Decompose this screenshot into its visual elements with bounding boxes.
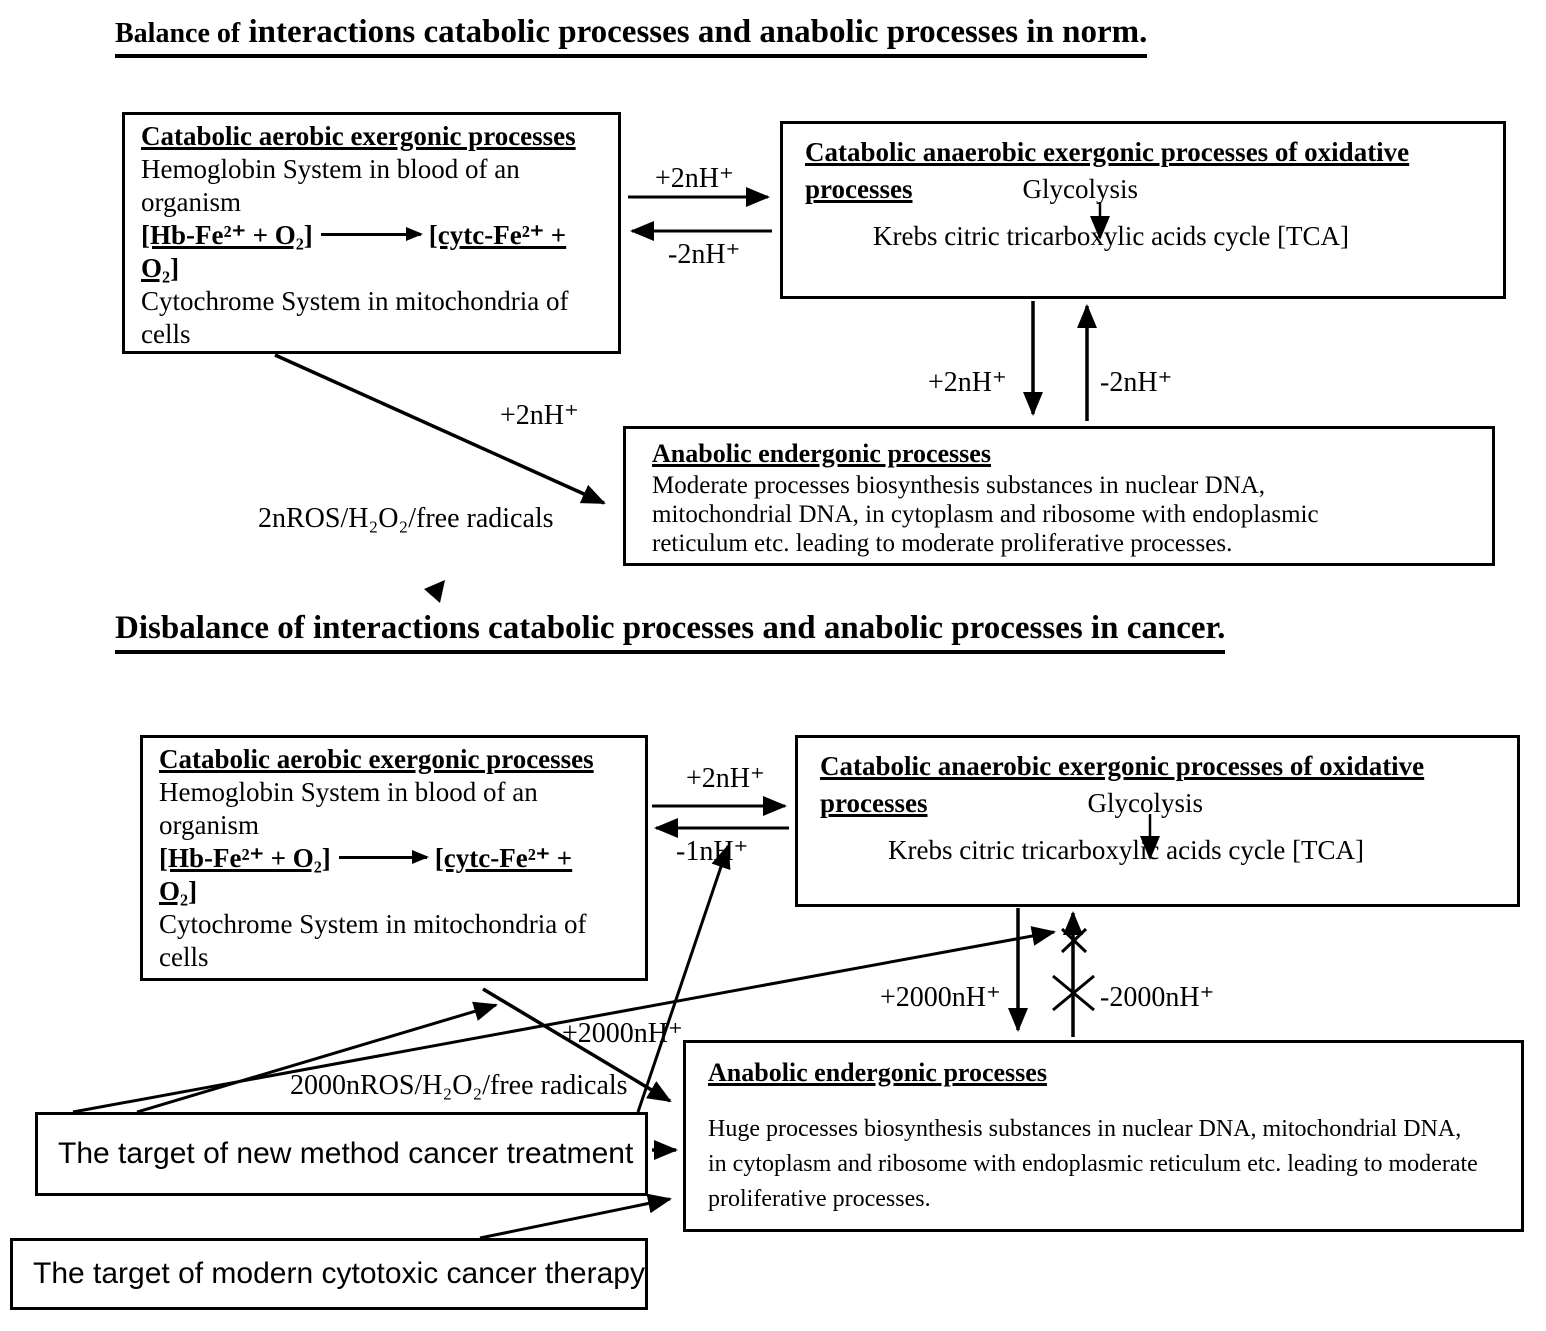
reaction-line: [Hb-Fe²⁺ + O₂] [cytc-Fe²⁺ +: [141, 219, 602, 252]
cancer-diagonal-label: +2000nH⁺: [562, 1018, 683, 1049]
anabolic-norm-line-1: Moderate processes biosynthesis substanc…: [652, 472, 1266, 499]
x-mark-large: [1052, 974, 1095, 1012]
anabolic-box-norm: Anabolic endergonic processes Moderate p…: [623, 426, 1495, 566]
cytochrome-line-1: Cytochrome System in mitochondria of: [159, 909, 587, 939]
krebs-cycle-label: Krebs citric tricarboxylic acids cycle […: [888, 835, 1365, 865]
catabolic-aerobic-heading: Catabolic aerobic exergonic processes: [159, 744, 594, 774]
norm-h-forward-label: +2nH⁺: [655, 163, 734, 194]
anabolic-cancer-heading: Anabolic endergonic processes: [708, 1058, 1047, 1087]
norm-title-prefix: Balance of: [115, 18, 241, 49]
norm-ros-label: 2nROS/H₂O₂/free radicals: [258, 503, 554, 534]
anabolic-box-cancer: Anabolic endergonic processes Huge proce…: [683, 1040, 1524, 1232]
catabolic-aerobic-heading: Catabolic aerobic exergonic processes: [141, 121, 576, 151]
reaction-continuation: O₂]: [141, 253, 180, 283]
catabolic-aerobic-box-norm: Catabolic aerobic exergonic processes He…: [122, 112, 621, 354]
anabolic-norm-heading: Anabolic endergonic processes: [652, 439, 991, 468]
x-mark-small: [1060, 927, 1088, 954]
reaction-left: [Hb-Fe²⁺ + O₂]: [159, 843, 331, 873]
glycolysis-label: Glycolysis: [1022, 174, 1139, 204]
cytochrome-line-2: cells: [141, 319, 191, 349]
cancer-section-title: Disbalance of interactions catabolic pro…: [115, 610, 1226, 654]
norm-v-up-label: -2nH⁺: [1100, 367, 1173, 398]
target-modern-therapy-label: The target of modern cytotoxic cancer th…: [33, 1257, 645, 1290]
cancer-v-down-label: +2000nH⁺: [880, 982, 1001, 1013]
reaction-right: [cytc-Fe²⁺ +: [434, 843, 573, 873]
reaction-line: [Hb-Fe²⁺ + O₂] [cytc-Fe²⁺ +: [159, 842, 629, 875]
catabolic-anaerobic-heading-2: processes: [820, 788, 928, 818]
anabolic-cancer-line-3: proliferative processes.: [708, 1186, 931, 1212]
krebs-cycle-label: Krebs citric tricarboxylic acids cycle […: [873, 221, 1350, 251]
cytochrome-line-2: cells: [159, 942, 209, 972]
norm-v-down-label: +2nH⁺: [928, 367, 1007, 398]
reaction-left: [Hb-Fe²⁺ + O₂]: [141, 220, 313, 250]
reaction-right: [cytc-Fe²⁺ +: [428, 220, 567, 250]
cancer-h-forward-label: +2nH⁺: [686, 763, 765, 794]
catabolic-aerobic-box-cancer: Catabolic aerobic exergonic processes He…: [140, 735, 648, 981]
reaction-right-arrow-icon: [338, 850, 429, 865]
anabolic-norm-line-2: mitochondrial DNA, in cytoplasm and ribo…: [652, 501, 1319, 528]
catabolic-anaerobic-heading-2: processes: [805, 174, 913, 204]
hemoglobin-line-2: organism: [159, 810, 259, 840]
cancer-title-text: Disbalance of interactions catabolic pro…: [115, 610, 1226, 654]
catabolic-anaerobic-box-norm: Catabolic anaerobic exergonic processes …: [780, 121, 1506, 299]
cancer-ros-label: 2000nROS/H₂O₂/free radicals: [290, 1070, 628, 1101]
norm-h-back-label: -2nH⁺: [668, 239, 741, 270]
norm-diagonal-label: +2nH⁺: [500, 400, 579, 431]
target-new-method-label: The target of new method cancer treatmen…: [58, 1137, 634, 1170]
target-modern-therapy-box: The target of modern cytotoxic cancer th…: [10, 1238, 648, 1310]
reaction-continuation: O₂]: [159, 876, 198, 906]
cancer-h-back-label: -1nH⁺: [676, 836, 749, 867]
x-mark-small: [1060, 927, 1088, 954]
anabolic-norm-line-3: reticulum etc. leading to moderate proli…: [652, 530, 1233, 557]
norm-title-main: interactions catabolic processes and ana…: [240, 14, 1148, 50]
catabolic-anaerobic-heading-1: Catabolic anaerobic exergonic processes …: [820, 751, 1425, 781]
glycolysis-label: Glycolysis: [1087, 788, 1204, 818]
hemoglobin-line-2: organism: [141, 187, 241, 217]
anabolic-cancer-line-2: in cytoplasm and ribosome with endoplasm…: [708, 1151, 1478, 1177]
reaction-right-arrow-icon: [320, 227, 423, 242]
anabolic-cancer-line-1: Huge processes biosynthesis substances i…: [708, 1116, 1462, 1142]
hemoglobin-line-1: Hemoglobin System in blood of an: [141, 154, 520, 184]
catabolic-anaerobic-heading-1: Catabolic anaerobic exergonic processes …: [805, 137, 1410, 167]
target-modern-to-anabolic-arrow: [479, 1193, 672, 1240]
target-new-method-box: The target of new method cancer treatmen…: [35, 1112, 648, 1196]
cancer-v-up-label: -2000nH⁺: [1100, 982, 1215, 1013]
x-mark-large: [1052, 974, 1095, 1012]
norm-section-title: Balance of interactions catabolic proces…: [115, 14, 1148, 58]
hemoglobin-line-1: Hemoglobin System in blood of an: [159, 777, 538, 807]
stray-arrowhead-icon: [424, 580, 445, 603]
cytochrome-line-1: Cytochrome System in mitochondria of: [141, 286, 569, 316]
catabolic-anaerobic-box-cancer: Catabolic anaerobic exergonic processes …: [795, 735, 1520, 907]
